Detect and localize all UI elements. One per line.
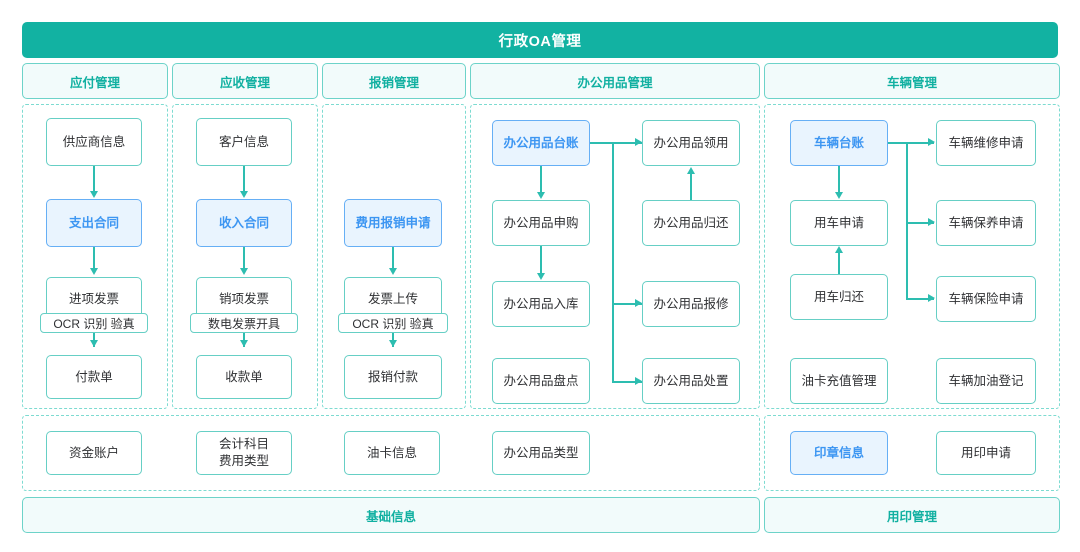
node-vehicle-ledger[interactable]: 车辆台账 bbox=[790, 120, 888, 166]
node-supplies-purchase[interactable]: 办公用品申购 bbox=[492, 200, 590, 246]
node-payment-order[interactable]: 付款单 bbox=[46, 355, 142, 399]
node-income-contract[interactable]: 收入合同 bbox=[196, 199, 292, 247]
arrow-supplies-return-issue bbox=[686, 167, 695, 174]
page-title: 行政OA管理 bbox=[22, 22, 1058, 58]
node-seal-usage-request[interactable]: 用印申请 bbox=[936, 431, 1036, 475]
arrow-supplies-branch-1 bbox=[635, 138, 642, 147]
node-supplies-issue[interactable]: 办公用品领用 bbox=[642, 120, 740, 166]
flow-panel-supplies bbox=[470, 104, 760, 409]
node-expense-claim[interactable]: 费用报销申请 bbox=[344, 199, 442, 247]
arrow-payable-2-3 bbox=[89, 268, 98, 275]
node-supplies-inbound[interactable]: 办公用品入库 bbox=[492, 281, 590, 327]
arrow-vehicle-branch-1 bbox=[928, 138, 935, 147]
node-receipt-order[interactable]: 收款单 bbox=[196, 355, 292, 399]
column-header-supplies[interactable]: 办公用品管理 bbox=[470, 63, 760, 99]
connector-vehicle-branch-3 bbox=[906, 298, 934, 300]
node-vehicle-request[interactable]: 用车申请 bbox=[790, 200, 888, 246]
node-accounting-subject-expense-type[interactable]: 会计科目 费用类型 bbox=[196, 431, 292, 475]
connector-receivable-1-2 bbox=[243, 166, 245, 192]
arrow-receivable-2-3 bbox=[239, 268, 248, 275]
connector-supplies-l1-l2 bbox=[540, 166, 542, 193]
node-fuel-card-recharge[interactable]: 油卡充值管理 bbox=[790, 358, 888, 404]
base-info-panel bbox=[22, 415, 760, 491]
connector-supplies-branch-1 bbox=[612, 142, 642, 144]
node-supplier-info[interactable]: 供应商信息 bbox=[46, 118, 142, 166]
column-header-vehicle[interactable]: 车辆管理 bbox=[764, 63, 1060, 99]
node-seal-info[interactable]: 印章信息 bbox=[790, 431, 888, 475]
arrow-payable-1-2 bbox=[89, 191, 98, 198]
column-header-receivable[interactable]: 应收管理 bbox=[172, 63, 318, 99]
flow-panel-payable bbox=[22, 104, 168, 409]
node-fuel-card-info[interactable]: 油卡信息 bbox=[344, 431, 440, 475]
node-expenditure-contract[interactable]: 支出合同 bbox=[46, 199, 142, 247]
arrow-vehicle-branch-3 bbox=[928, 294, 935, 303]
node-supplies-repair[interactable]: 办公用品报修 bbox=[642, 281, 740, 327]
node-customer-info[interactable]: 客户信息 bbox=[196, 118, 292, 166]
connector-payable-1-2 bbox=[93, 166, 95, 192]
node-vehicle-insurance-request[interactable]: 车辆保险申请 bbox=[936, 276, 1036, 322]
connector-supplies-branch-2 bbox=[612, 303, 642, 305]
connector-vehicle-branch-1 bbox=[906, 142, 934, 144]
arrow-receivable-1-2 bbox=[239, 191, 248, 198]
seal-mgmt-panel bbox=[764, 415, 1060, 491]
footer-bar-base-info[interactable]: 基础信息 bbox=[22, 497, 760, 533]
node-supplies-return[interactable]: 办公用品归还 bbox=[642, 200, 740, 246]
column-header-payable[interactable]: 应付管理 bbox=[22, 63, 168, 99]
connector-vehicle-trunk-vertical bbox=[906, 142, 908, 300]
connector-payable-2-3 bbox=[93, 247, 95, 269]
arrow-expense-3-4 bbox=[388, 340, 397, 347]
flow-panel-receivable bbox=[172, 104, 318, 409]
node-fund-account[interactable]: 资金账户 bbox=[46, 431, 142, 475]
connector-vehicle-l1-l2 bbox=[838, 166, 840, 193]
node-vehicle-upkeep-request[interactable]: 车辆保养申请 bbox=[936, 200, 1036, 246]
arrow-expense-2-3 bbox=[388, 268, 397, 275]
connector-expense-2-3 bbox=[392, 247, 394, 269]
node-output-invoice-issue[interactable]: 数电发票开具 bbox=[190, 313, 298, 333]
connector-supplies-trunk-vertical bbox=[612, 142, 614, 382]
node-supplies-disposal[interactable]: 办公用品处置 bbox=[642, 358, 740, 404]
arrow-supplies-branch-2 bbox=[635, 299, 642, 308]
arrow-supplies-l1-l2 bbox=[536, 192, 545, 199]
arrow-receivable-3-4 bbox=[239, 340, 248, 347]
arrow-vehicle-l1-l2 bbox=[834, 192, 843, 199]
node-supplies-stocktake[interactable]: 办公用品盘点 bbox=[492, 358, 590, 404]
node-vehicle-return[interactable]: 用车归还 bbox=[790, 274, 888, 320]
arrow-supplies-l2-l3 bbox=[536, 273, 545, 280]
accounting-subject-line1: 会计科目 bbox=[218, 437, 269, 452]
connector-supplies-l2-l3 bbox=[540, 246, 542, 274]
node-expense-payment[interactable]: 报销付款 bbox=[344, 355, 442, 399]
arrow-vehicle-return-request bbox=[834, 246, 843, 253]
connector-vehicle-branch-2 bbox=[906, 222, 934, 224]
arrow-vehicle-branch-2 bbox=[928, 218, 935, 227]
connector-receivable-2-3 bbox=[243, 247, 245, 269]
arrow-payable-3-4 bbox=[89, 340, 98, 347]
accounting-subject-line2: 费用类型 bbox=[218, 454, 269, 468]
connector-vehicle-return-request bbox=[838, 253, 840, 274]
connector-supplies-branch-3 bbox=[612, 381, 642, 383]
footer-bar-seal-mgmt[interactable]: 用印管理 bbox=[764, 497, 1060, 533]
flow-panel-expense bbox=[322, 104, 466, 409]
connector-supplies-return-issue bbox=[690, 174, 692, 200]
column-header-expense[interactable]: 报销管理 bbox=[322, 63, 466, 99]
flow-panel-vehicle bbox=[764, 104, 1060, 409]
node-vehicle-maintenance-request[interactable]: 车辆维修申请 bbox=[936, 120, 1036, 166]
arrow-supplies-branch-3 bbox=[635, 377, 642, 386]
node-supplies-ledger[interactable]: 办公用品台账 bbox=[492, 120, 590, 166]
node-vehicle-refuel-record[interactable]: 车辆加油登记 bbox=[936, 358, 1036, 404]
node-supplies-category[interactable]: 办公用品类型 bbox=[492, 431, 590, 475]
node-invoice-upload-ocr[interactable]: OCR 识别 验真 bbox=[338, 313, 448, 333]
node-input-invoice-ocr[interactable]: OCR 识别 验真 bbox=[40, 313, 148, 333]
